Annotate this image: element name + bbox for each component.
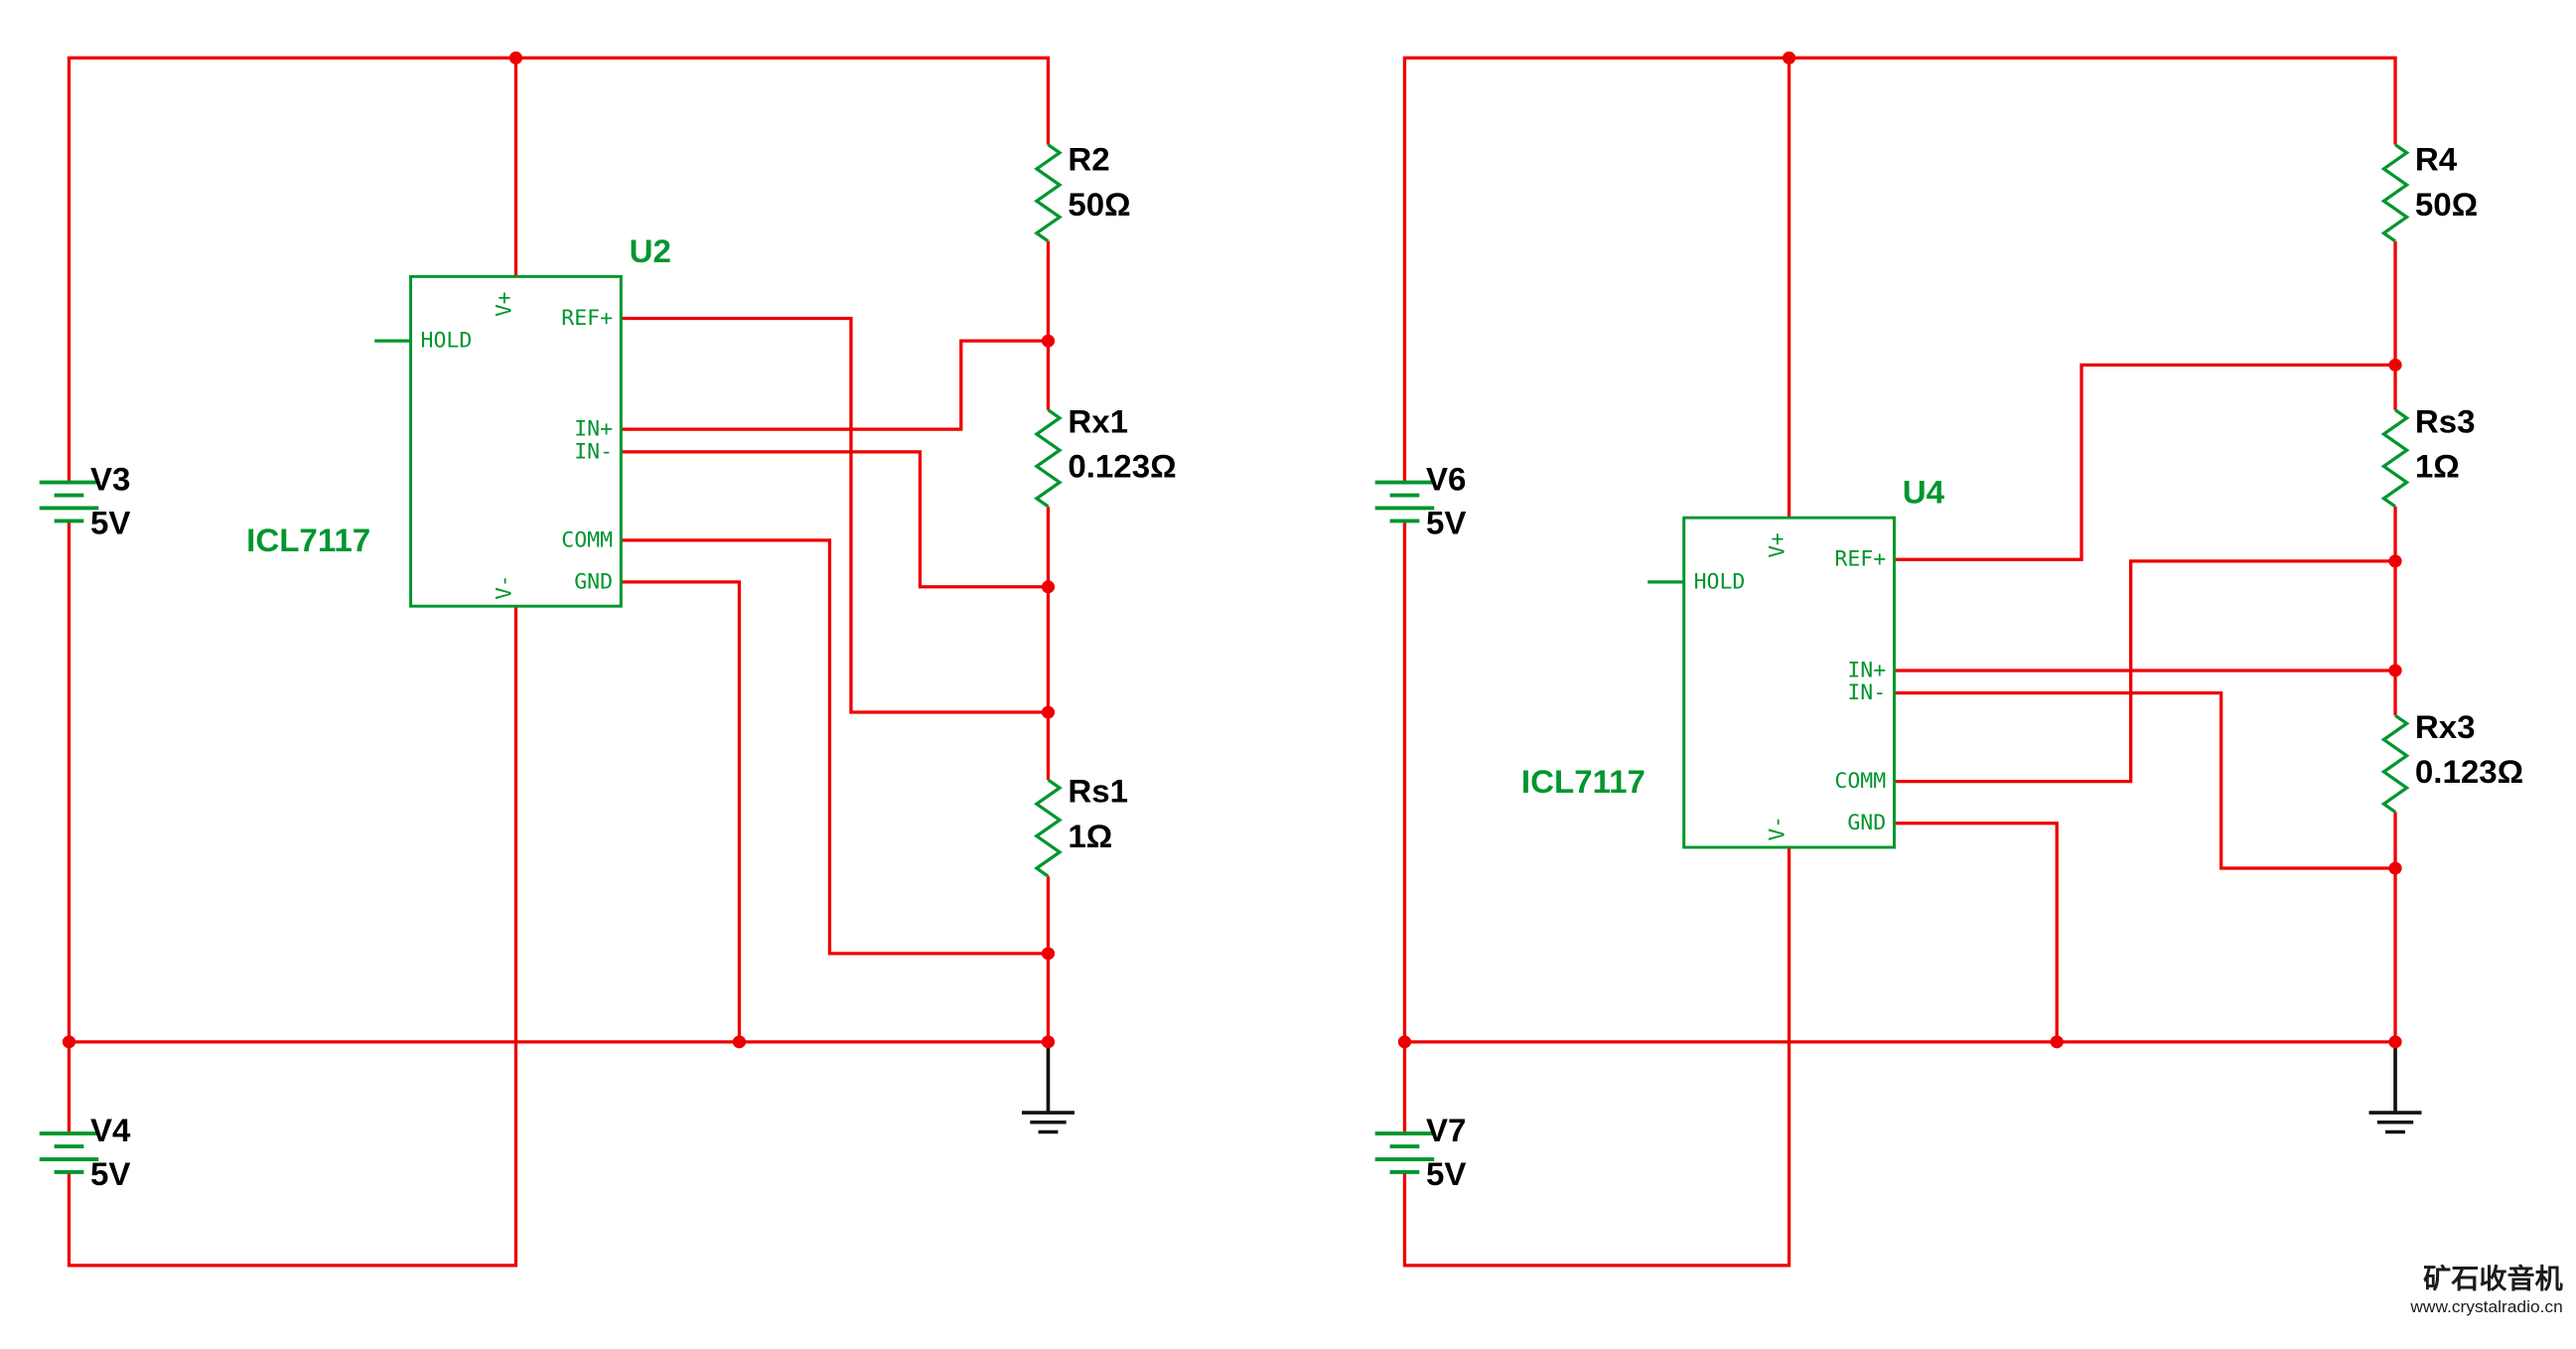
battery-v6 (1374, 480, 1435, 524)
ic-designator-label: U2 (630, 232, 671, 269)
resistor-name-label: Rx1 (1068, 403, 1128, 440)
source-name-label: V7 (1426, 1113, 1466, 1149)
ic-u4: V+ V- HOLD REF+ IN+ IN- COMM GND (1647, 516, 1896, 849)
ic-designator-label: U4 (1903, 474, 1945, 511)
resistor-r4 (2380, 143, 2410, 243)
net-comm (621, 538, 1049, 956)
resistor-rx3 (2380, 713, 2410, 814)
resistor-rx1 (1034, 408, 1063, 509)
resistor-name-label: R4 (2415, 141, 2458, 178)
net-gnd (621, 580, 742, 1042)
pin-label-gnd: GND (574, 570, 613, 595)
net-refplus (1894, 363, 2396, 561)
battery-v3 (39, 480, 99, 524)
left-circuit: V3 5V V4 5V R2 50Ω Rx1 0.123Ω Rs1 1Ω (39, 51, 1177, 1268)
resistor-value-label: 50Ω (2415, 186, 2478, 223)
source-value-label: 5V (90, 1155, 131, 1192)
pin-label-vplus: V+ (492, 292, 516, 317)
pin-label-inminus: IN- (574, 440, 613, 465)
net-gnd (1894, 822, 2059, 1042)
pin-label-hold: HOLD (421, 329, 473, 354)
right-circuit: V6 5V V7 5V R4 50Ω Rs3 1Ω Rx3 0.123Ω (1374, 51, 2523, 1268)
ic-part-label: ICL7117 (246, 523, 370, 559)
net-inminus (621, 450, 1049, 589)
source-name-label: V3 (90, 461, 130, 498)
junction-dots (1397, 51, 2402, 1049)
pin-label-inplus: IN+ (574, 417, 613, 442)
resistor-value-label: 50Ω (1068, 186, 1130, 223)
resistor-value-label: 0.123Ω (1068, 448, 1176, 485)
resistor-rs1 (1034, 778, 1063, 878)
resistor-rs3 (2380, 408, 2410, 509)
pin-label-inminus: IN- (1847, 680, 1886, 705)
net-top-rail (67, 56, 1051, 483)
battery-v7 (1374, 1131, 1435, 1174)
ground-symbol (1021, 1041, 1074, 1134)
resistor-value-label: 0.123Ω (2415, 754, 2523, 791)
source-value-label: 5V (1426, 1155, 1467, 1192)
resistor-value-label: 1Ω (2415, 448, 2460, 485)
pin-label-inplus: IN+ (1847, 659, 1886, 683)
source-value-label: 5V (90, 505, 131, 541)
pin-label-refplus: REF+ (1834, 547, 1886, 572)
resistor-name-label: Rs1 (1068, 773, 1128, 810)
pin-label-vminus: V- (492, 574, 516, 599)
source-name-label: V6 (1426, 461, 1466, 498)
resistor-name-label: Rs3 (2415, 403, 2476, 440)
net-top-rail (1402, 56, 2397, 483)
pin-label-comm: COMM (1834, 769, 1886, 794)
pin-label-hold: HOLD (1694, 570, 1746, 595)
net-vminus-loop (67, 606, 518, 1268)
resistor-name-label: R2 (1068, 141, 1109, 178)
net-comm (1894, 559, 2396, 784)
resistor-r2 (1034, 143, 1063, 243)
net-inminus (1894, 690, 2396, 870)
net-refplus (621, 316, 1049, 714)
watermark-site-url: www.crystalradio.cn (2409, 1296, 2562, 1316)
resistor-name-label: Rx3 (2415, 708, 2476, 745)
watermark-site-name: 矿石收音机 (2423, 1263, 2563, 1295)
watermark: 矿石收音机 www.crystalradio.cn (2409, 1263, 2563, 1316)
resistor-value-label: 1Ω (1068, 818, 1112, 854)
junction-dots (62, 51, 1056, 1049)
pin-label-comm: COMM (561, 528, 613, 553)
net-inplus (621, 339, 1049, 431)
battery-v4 (39, 1131, 99, 1174)
ic-part-label: ICL7117 (1521, 763, 1646, 800)
ground-symbol (2368, 1041, 2422, 1134)
pin-label-vplus: V+ (1765, 532, 1789, 557)
source-value-label: 5V (1426, 505, 1467, 541)
pin-label-vminus: V- (1765, 816, 1789, 840)
ic-u2: V+ V- HOLD REF+ IN+ IN- COMM GND (374, 274, 623, 608)
source-name-label: V4 (90, 1113, 131, 1149)
pin-label-refplus: REF+ (561, 306, 613, 331)
net-vminus-loop (1402, 846, 1791, 1268)
pin-label-gnd: GND (1847, 811, 1886, 835)
